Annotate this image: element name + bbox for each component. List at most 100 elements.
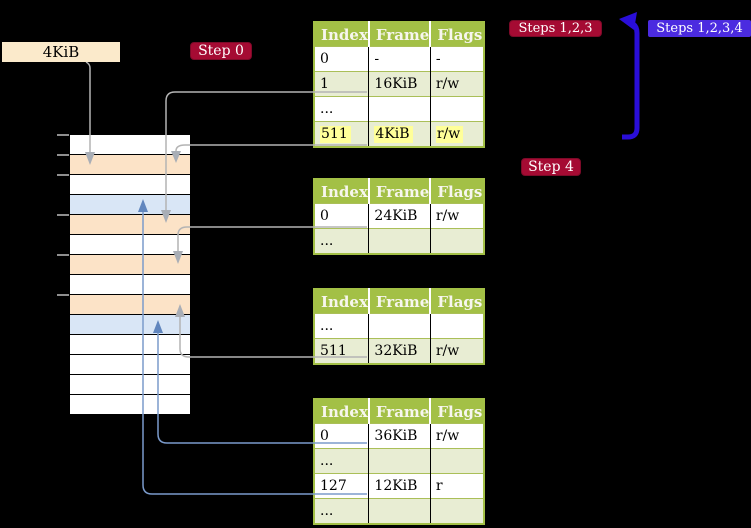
cell: 4KiB: [368, 121, 431, 147]
memory-frame-row: [70, 175, 190, 195]
table-row: ...: [314, 96, 485, 122]
memory-frame-row: [70, 195, 190, 215]
memory-frame-row: [70, 395, 190, 415]
cell: [368, 228, 431, 254]
memory-frame-row: [70, 375, 190, 395]
cell: [368, 96, 431, 122]
memory-frame-row: [70, 135, 190, 155]
tick-mark: [57, 214, 69, 216]
memory-frame-row: [70, 235, 190, 255]
loop-arrow-shaft: [622, 20, 640, 140]
cell: ...: [314, 228, 369, 254]
cell: [368, 448, 431, 474]
cell: -: [368, 46, 431, 72]
steps123-label: Steps 1,2,3: [509, 20, 602, 37]
cell: [368, 498, 431, 524]
tick-mark: [57, 134, 69, 136]
table-row: ...: [314, 448, 485, 474]
steps1234-label: Steps 1,2,3,4: [648, 20, 751, 37]
cell: r/w: [429, 121, 485, 147]
highlighted-value: r/w: [435, 126, 464, 143]
cell: ...: [320, 318, 334, 334]
step0-label: Step 0: [190, 42, 252, 60]
tick-mark: [57, 254, 69, 256]
cell: 24KiB: [368, 203, 431, 229]
table-row: ...: [314, 228, 485, 254]
loop-arrowhead: [619, 12, 637, 30]
cell: 1: [314, 71, 369, 97]
cell: 16KiB: [368, 71, 431, 97]
header-cell: Flags: [429, 289, 485, 314]
header-cell: Index: [314, 399, 369, 424]
memory-frame-row: [70, 295, 190, 315]
memory-frame-row: [70, 275, 190, 295]
highlighted-value: 4KiB: [374, 126, 413, 143]
cell: 511: [314, 121, 369, 147]
table-row: 0--: [314, 46, 485, 72]
header-cell: Flags: [429, 22, 485, 47]
memory-frame-row: [70, 215, 190, 235]
step4-label: Step 4: [521, 158, 581, 176]
memory-frame-row: [70, 335, 190, 355]
cell: 127: [320, 478, 347, 494]
cell: [429, 498, 485, 524]
cell: -: [429, 46, 485, 72]
highlighted-value: 511: [320, 126, 351, 143]
cell: [429, 448, 485, 474]
cell: 0: [320, 428, 329, 444]
memory-frame-row: [70, 155, 190, 175]
header-cell: Frame: [367, 22, 431, 47]
table-row: ...: [314, 498, 485, 524]
memory-frame-row: [70, 315, 190, 335]
frame-size-label: 4KiB: [2, 42, 120, 62]
tick-mark: [57, 294, 69, 296]
cell: r/w: [429, 423, 485, 449]
tick-mark: [57, 154, 69, 156]
cell: ...: [314, 448, 369, 474]
cell: 36KiB: [368, 423, 431, 449]
cell: 32KiB: [368, 338, 431, 364]
cell: [429, 228, 485, 254]
header-cell: Frame: [367, 289, 431, 314]
cell: r/w: [429, 338, 485, 364]
header-cell: Index: [314, 289, 369, 314]
cell: 511: [314, 338, 369, 364]
memory-frame-row: [70, 355, 190, 375]
header-cell: Flags: [429, 179, 485, 204]
header-cell: Index: [314, 179, 369, 204]
cell: r: [429, 473, 485, 499]
cell: [429, 96, 485, 122]
table-row: 511 4KiB r/w: [314, 121, 485, 147]
cell: r/w: [429, 71, 485, 97]
cell: r/w: [429, 203, 485, 229]
header-cell: Index: [314, 22, 369, 47]
repeat-loop-arrow: [619, 12, 640, 140]
physical-memory-column: [70, 135, 190, 415]
cell: [429, 313, 485, 339]
header-cell: Flags: [429, 399, 485, 424]
cell: ...: [314, 498, 369, 524]
header-cell: Frame: [367, 399, 431, 424]
header-cell: Frame: [367, 179, 431, 204]
tick-mark: [57, 174, 69, 176]
cell: ...: [320, 101, 334, 117]
cell: [368, 313, 431, 339]
table-row: ...: [314, 313, 485, 339]
